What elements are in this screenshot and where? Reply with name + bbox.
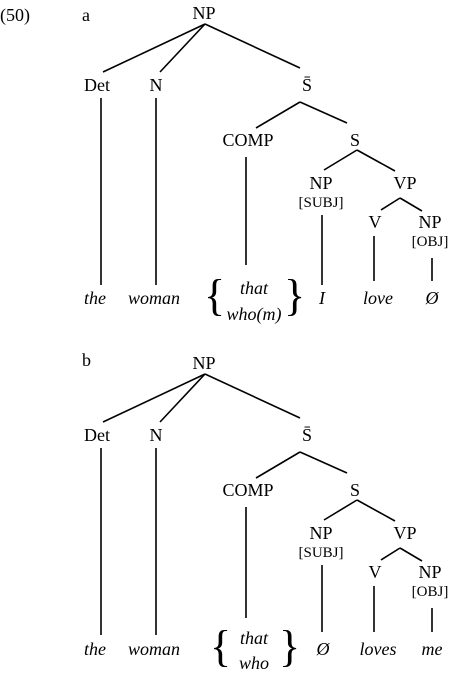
comp-option-whom: who(m) bbox=[227, 304, 282, 325]
node-det: Det bbox=[84, 75, 110, 95]
node-s: S bbox=[350, 130, 360, 150]
word-subj: I bbox=[318, 288, 326, 308]
node-comp: COMP bbox=[222, 480, 273, 500]
node-np-subj: NP bbox=[309, 173, 332, 193]
tree-b-label: b bbox=[82, 350, 91, 370]
right-brace: } bbox=[279, 622, 300, 671]
node-v: V bbox=[369, 212, 382, 232]
word-woman: woman bbox=[128, 639, 180, 659]
word-verb: love bbox=[363, 288, 393, 308]
node-vp: VP bbox=[393, 523, 416, 543]
word-verb: loves bbox=[360, 639, 397, 659]
word-subj: Ø bbox=[316, 639, 331, 659]
branch-np-n bbox=[159, 23, 206, 73]
word-the: the bbox=[84, 639, 106, 659]
branch-sbar-comp bbox=[255, 451, 301, 479]
branch-s-vp bbox=[356, 149, 396, 172]
tree-a: a NP Det N S̄ COMP S NP [SUBJ] VP V NP [… bbox=[82, 3, 448, 325]
branch-np-det bbox=[102, 23, 206, 73]
branch-sbar-s bbox=[299, 101, 348, 124]
node-np: NP bbox=[192, 353, 215, 373]
branch-np-n bbox=[159, 373, 206, 423]
word-the: the bbox=[84, 288, 106, 308]
node-np-obj: NP bbox=[418, 212, 441, 232]
branch-vp-np bbox=[399, 197, 423, 212]
branch-vp-v bbox=[380, 547, 401, 561]
node-subj-feature: [SUBJ] bbox=[298, 545, 343, 561]
branch-sbar-comp bbox=[255, 101, 301, 129]
branch-np-det bbox=[102, 373, 206, 423]
node-det: Det bbox=[84, 425, 110, 445]
node-s: S bbox=[350, 480, 360, 500]
tree-a-label: a bbox=[82, 5, 90, 25]
word-woman: woman bbox=[128, 288, 180, 308]
left-brace: { bbox=[210, 622, 231, 671]
node-np-obj: NP bbox=[418, 562, 441, 582]
node-obj-feature: [OBJ] bbox=[412, 584, 449, 600]
branch-sbar-s bbox=[299, 451, 348, 474]
branch-np-sbar bbox=[204, 373, 301, 419]
branch-vp-v bbox=[380, 197, 401, 211]
node-sbar: S̄ bbox=[302, 75, 312, 95]
node-comp: COMP bbox=[222, 130, 273, 150]
example-number: (50) bbox=[0, 5, 30, 26]
word-obj: Ø bbox=[425, 288, 440, 308]
node-vp: VP bbox=[393, 173, 416, 193]
branch-s-np bbox=[323, 149, 358, 171]
node-obj-feature: [OBJ] bbox=[412, 234, 449, 250]
left-brace: { bbox=[204, 271, 225, 320]
node-v: V bbox=[369, 562, 382, 582]
comp-option-that: that bbox=[240, 628, 269, 648]
branch-np-sbar bbox=[204, 23, 301, 69]
tree-b: b NP Det N S̄ COMP S NP [SUBJ] VP V NP [… bbox=[82, 350, 448, 673]
node-n: N bbox=[150, 75, 163, 95]
branch-s-np bbox=[323, 499, 358, 521]
word-obj: me bbox=[422, 639, 443, 659]
right-brace: } bbox=[284, 271, 305, 320]
comp-option-that: that bbox=[240, 278, 269, 298]
node-np: NP bbox=[192, 3, 215, 23]
node-n: N bbox=[150, 425, 163, 445]
node-subj-feature: [SUBJ] bbox=[298, 195, 343, 211]
node-sbar: S̄ bbox=[302, 425, 312, 445]
branch-s-vp bbox=[356, 499, 396, 522]
node-np-subj: NP bbox=[309, 523, 332, 543]
comp-option-who: who bbox=[239, 653, 269, 673]
branch-vp-np bbox=[399, 547, 423, 562]
